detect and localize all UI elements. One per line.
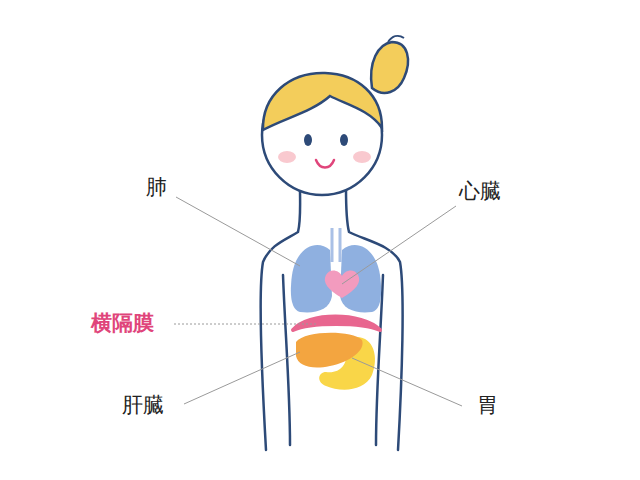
mouth [316,160,334,168]
leader-line [174,324,318,325]
leader-line [184,352,300,404]
liver [296,333,363,368]
trachea [332,228,340,262]
body-outline [261,188,300,450]
organ-label: 肝臓 [122,393,164,418]
hair-bun [371,42,408,93]
leader-line [352,358,462,406]
highlight-label: 横隔膜 [91,311,154,336]
hair [263,73,382,130]
organ-label: 心臓 [459,179,501,204]
heart [325,271,359,298]
leader-line [176,197,300,266]
organ-label: 胃 [477,393,498,418]
eye [304,134,312,146]
cheek [353,151,371,163]
cheek [278,151,296,163]
eye [340,134,348,146]
diaphragm [293,317,380,331]
arm-line [283,275,290,445]
leader-line [342,206,456,284]
hair-strand [388,36,404,42]
organ-label: 肺 [146,175,167,200]
